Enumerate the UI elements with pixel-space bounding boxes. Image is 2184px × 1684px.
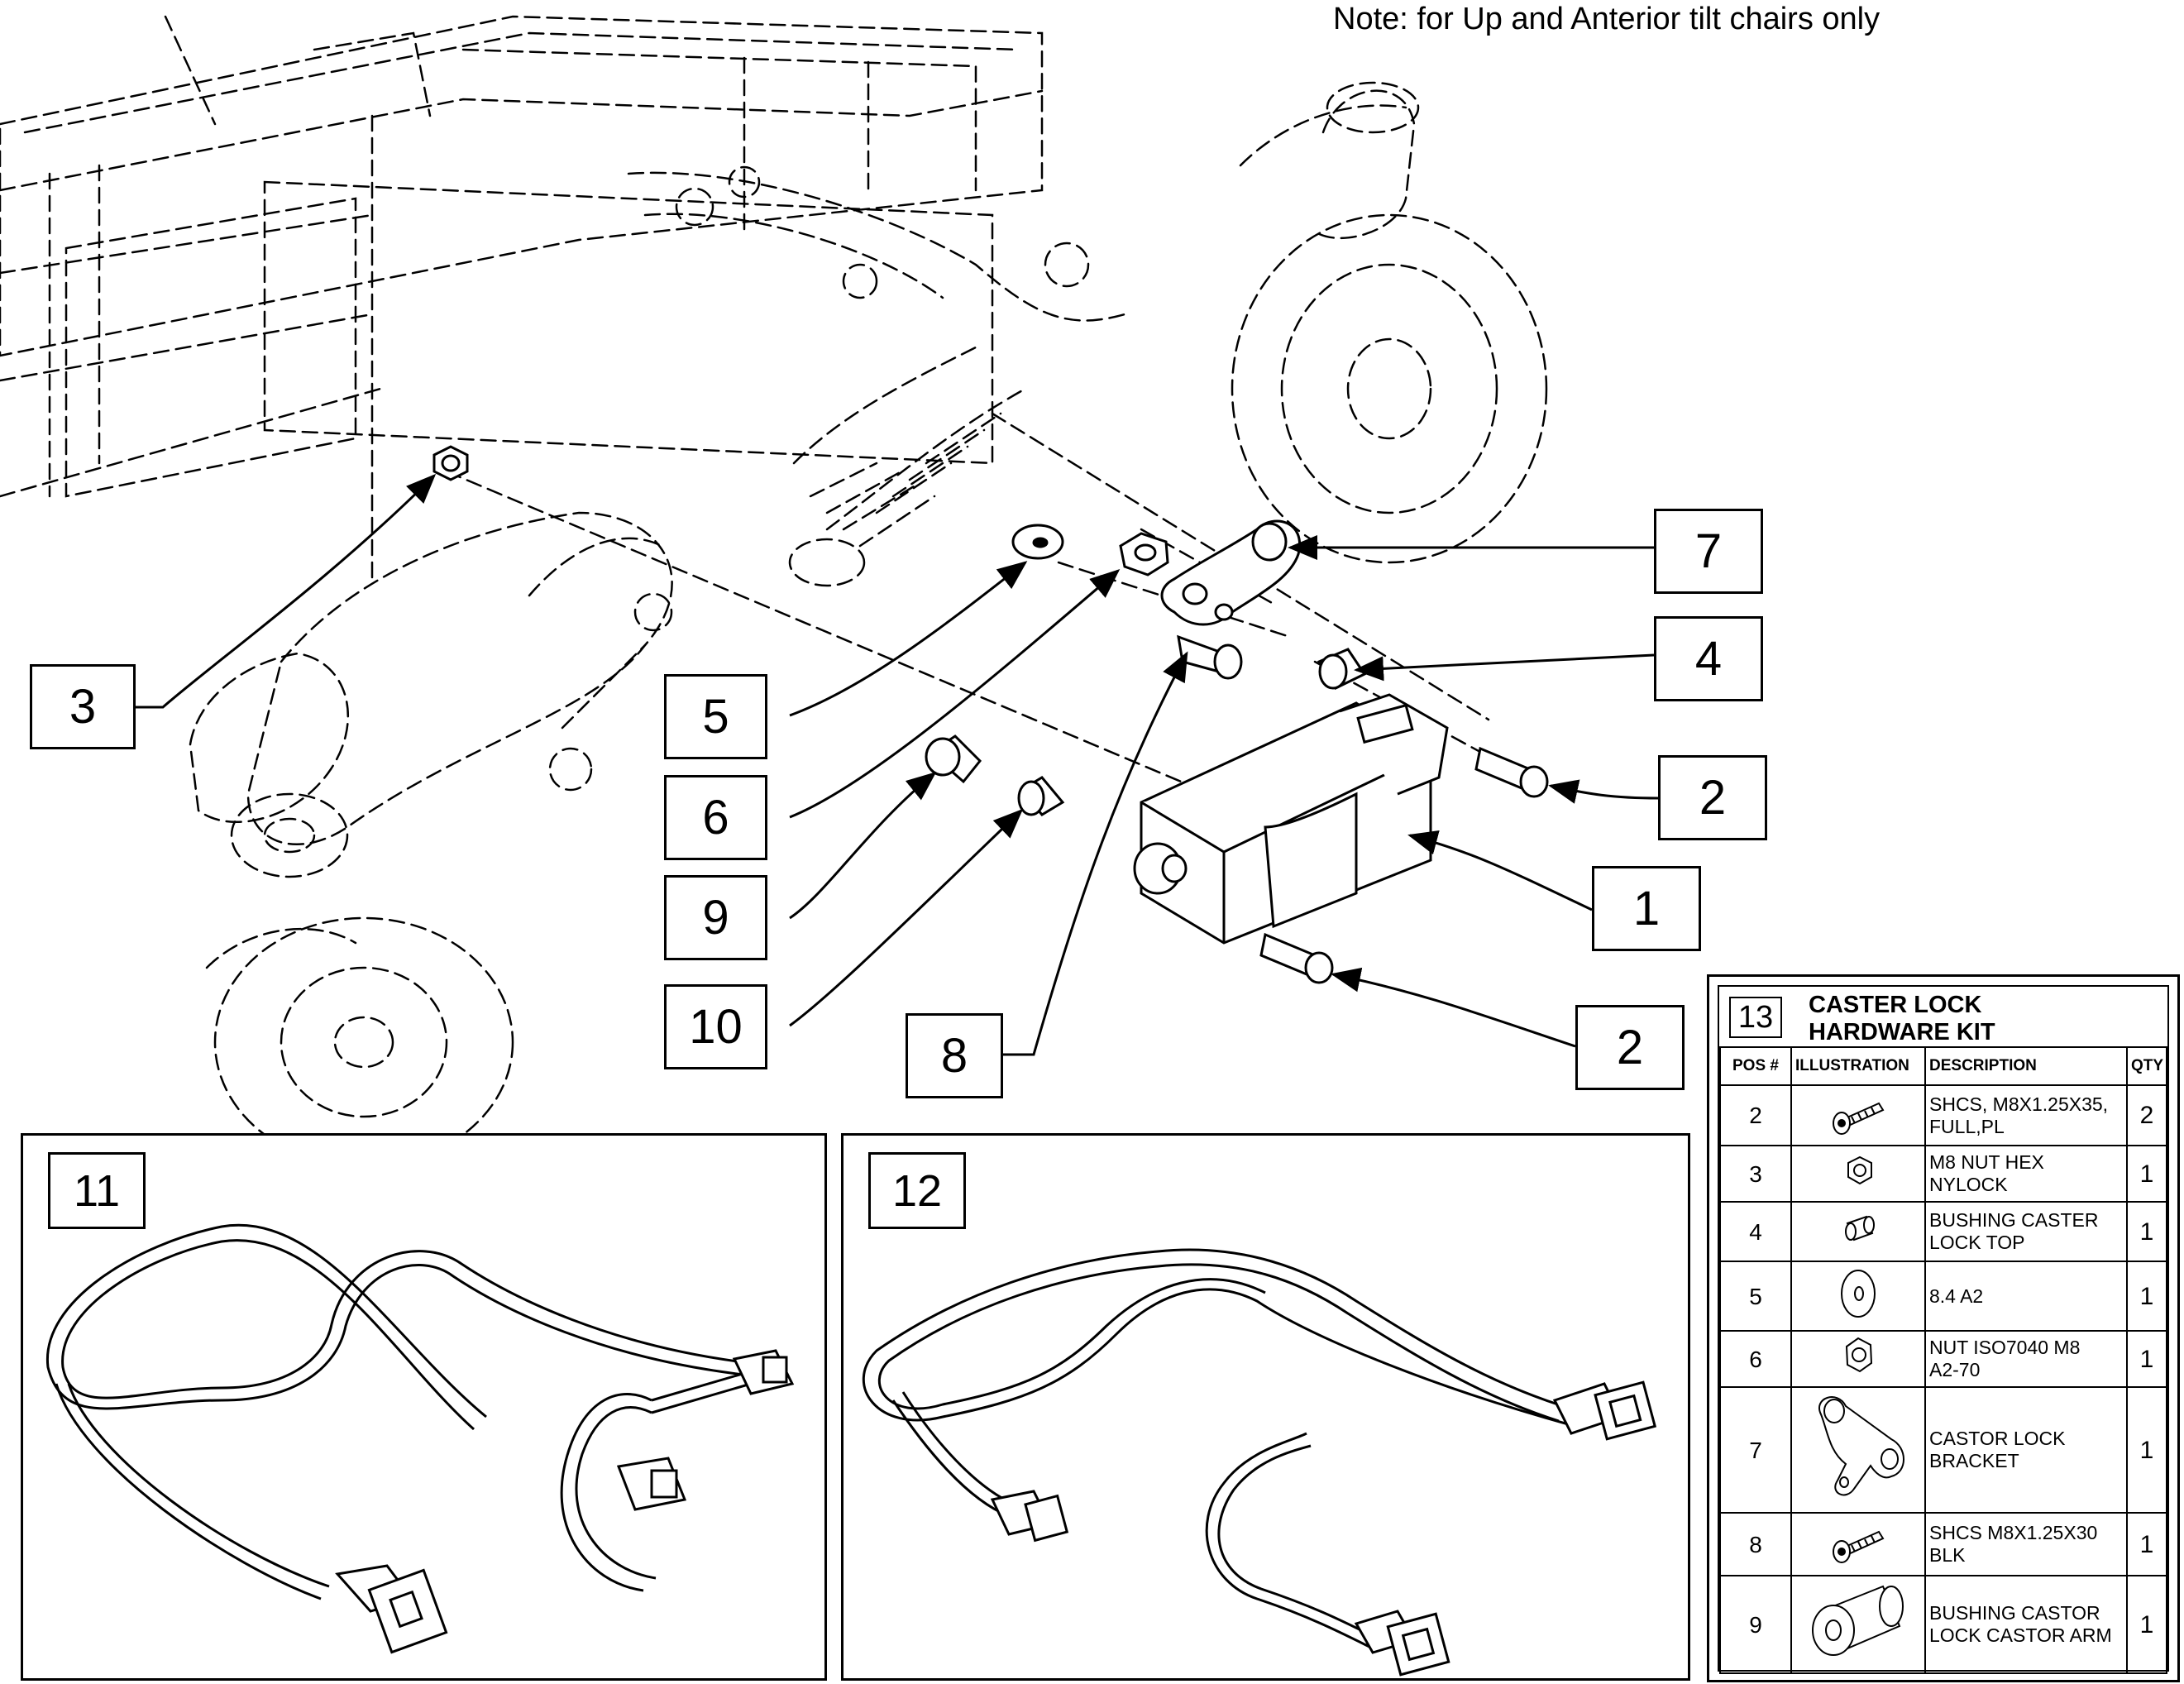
kit-title-line1: CASTER LOCK	[1809, 992, 1982, 1018]
cable-harness-icon	[862, 1248, 1657, 1677]
table-row: 2 SHCS, M8X1.25X35,FULL,PL 2	[1719, 1084, 2167, 1146]
desc-line2: A2-70	[1929, 1359, 1981, 1380]
header-description: DESCRIPTION	[1924, 1046, 2128, 1086]
callout-6: 6	[664, 775, 767, 860]
kit-title-line2: HARDWARE KIT	[1809, 1019, 1995, 1045]
washer-icon	[1790, 1261, 1926, 1332]
bracket-icon	[1790, 1386, 1926, 1514]
row-pos: 6	[1719, 1330, 1792, 1388]
row-pos: 3	[1719, 1145, 1792, 1203]
panel-number-11: 11	[48, 1152, 146, 1229]
desc-line1: BUSHING CASTER	[1929, 1209, 2099, 1231]
large-bushing-icon	[1790, 1575, 1926, 1674]
desc-line2: BLK	[1929, 1544, 1966, 1566]
header-illustration: ILLUSTRATION	[1790, 1046, 1926, 1086]
callout-3: 3	[30, 664, 136, 749]
row-pos: 9	[1719, 1575, 1792, 1674]
screw-icon	[1790, 1512, 1926, 1576]
note-text: Note: for Up and Anterior tilt chairs on…	[1333, 2, 1881, 36]
hex-nut-icon	[1790, 1330, 1926, 1388]
row-qty: 1	[2126, 1575, 2167, 1674]
screw-icon	[1790, 1084, 1926, 1146]
desc-line1: SHCS M8X1.25X30	[1929, 1522, 2098, 1543]
callout-7: 7	[1654, 509, 1763, 594]
row-qty: 1	[2126, 1512, 2167, 1576]
hardware-kit-table: 13 CASTER LOCK HARDWARE KIT POS # ILLUST…	[1707, 974, 2180, 1682]
header-pos: POS #	[1719, 1046, 1792, 1086]
table-row: 5 8.4 A2 1	[1719, 1261, 2167, 1332]
row-qty: 1	[2126, 1386, 2167, 1514]
kit-title: CASTER LOCK HARDWARE KIT	[1809, 992, 1995, 1046]
row-qty: 1	[2126, 1330, 2167, 1388]
callout-2-lower: 2	[1575, 1005, 1685, 1090]
row-qty: 1	[2126, 1201, 2167, 1262]
desc-line2: BRACKET	[1929, 1450, 2019, 1471]
nylock-nut-icon	[1790, 1145, 1926, 1203]
desc-line2: NYLOCK	[1929, 1174, 2008, 1195]
desc-line2: LOCK TOP	[1929, 1232, 2025, 1253]
desc-line1: NUT ISO7040 M8	[1929, 1337, 2081, 1358]
callout-5: 5	[664, 674, 767, 759]
callout-2-upper: 2	[1658, 755, 1767, 840]
callout-1: 1	[1592, 866, 1701, 951]
panel-number-12: 12	[868, 1152, 966, 1229]
desc-line2: FULL,PL	[1929, 1115, 2005, 1137]
row-pos: 5	[1719, 1261, 1792, 1332]
cable-panel-11: 11	[21, 1133, 827, 1681]
desc-line1: M8 NUT HEX	[1929, 1151, 2044, 1173]
row-qty: 1	[2126, 1145, 2167, 1203]
callout-10: 10	[664, 984, 767, 1069]
row-description: 8.4 A2	[1924, 1261, 2128, 1332]
row-pos: 7	[1719, 1386, 1792, 1514]
row-qty: 1	[2126, 1261, 2167, 1332]
kit-number: 13	[1729, 997, 1782, 1038]
desc-line1: SHCS, M8X1.25X35,	[1929, 1093, 2109, 1115]
bushing-icon	[1790, 1201, 1926, 1262]
header-qty: QTY	[2126, 1046, 2167, 1086]
desc-line2: LOCK CASTOR ARM	[1929, 1624, 2112, 1646]
callout-9: 9	[664, 875, 767, 960]
kit-parts-table: POS # ILLUSTRATION DESCRIPTION QTY 2 SHC…	[1719, 1046, 2167, 1674]
row-pos: 4	[1719, 1201, 1792, 1262]
row-pos: 2	[1719, 1084, 1792, 1146]
callout-8: 8	[906, 1013, 1003, 1098]
kit-header-row: POS # ILLUSTRATION DESCRIPTION QTY	[1719, 1046, 2167, 1086]
row-qty: 2	[2126, 1084, 2167, 1146]
desc-line1: CASTOR LOCK	[1929, 1428, 2066, 1449]
desc-line1: BUSHING CASTOR	[1929, 1602, 2100, 1624]
cable-harness-icon	[46, 1223, 795, 1654]
cable-panel-12: 12	[841, 1133, 1690, 1681]
exploded-assembly-drawing	[0, 15, 1659, 1133]
row-description: SHCS, M8X1.25X35,FULL,PL	[1924, 1084, 2128, 1146]
callout-4: 4	[1654, 616, 1763, 701]
row-pos: 8	[1719, 1512, 1792, 1576]
desc-line1: 8.4 A2	[1929, 1285, 1984, 1307]
